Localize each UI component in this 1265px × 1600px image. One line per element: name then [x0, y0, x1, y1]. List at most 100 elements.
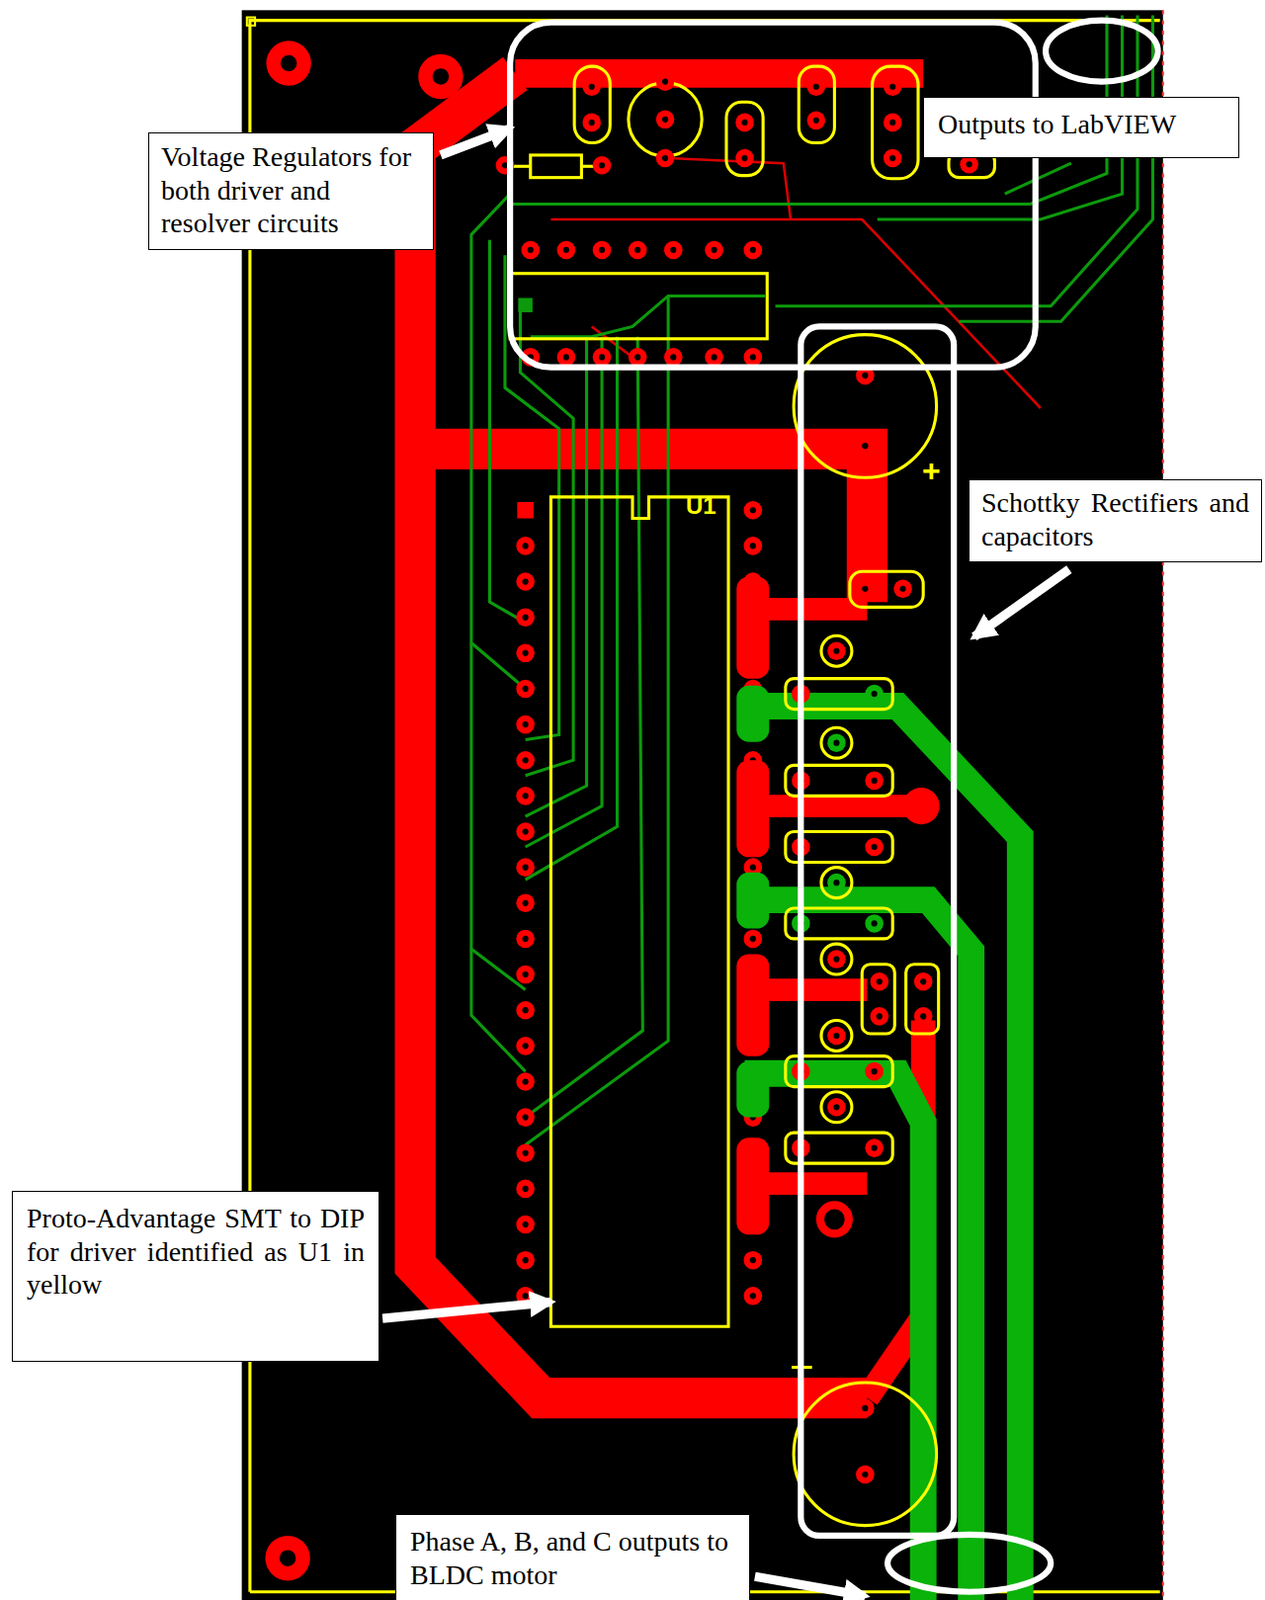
pad	[883, 113, 903, 133]
power-trace	[753, 794, 919, 818]
phase-trace	[745, 900, 972, 1600]
power-traces	[415, 73, 924, 1398]
pad	[515, 1251, 535, 1270]
phase-traces	[745, 706, 1021, 1600]
pad	[827, 873, 846, 893]
callout-box: Phase A, B, and C outputs to BLDC motor	[395, 1514, 751, 1600]
annotation-outlines	[509, 20, 1158, 1593]
pad	[914, 972, 933, 992]
callout-arrow	[440, 128, 510, 156]
rectifier-outline	[821, 1020, 852, 1052]
pad	[864, 1138, 884, 1158]
signal-trace	[530, 295, 765, 337]
pad	[592, 241, 612, 260]
pad	[515, 644, 535, 664]
component-outline	[509, 273, 767, 339]
rectifier-outline	[821, 1092, 852, 1123]
pad	[704, 241, 724, 260]
pad	[744, 536, 763, 556]
u1-outline	[550, 497, 729, 1327]
pad	[903, 787, 940, 825]
rectifier-outline	[821, 867, 852, 899]
pad	[515, 1143, 535, 1163]
mounting-hole	[264, 1535, 310, 1581]
capacitor-outline	[793, 1382, 937, 1526]
phase-trace	[745, 1073, 925, 1600]
pad	[870, 1007, 890, 1026]
callout-text: Voltage Regulators for both driver and r…	[161, 140, 422, 241]
pad	[515, 893, 535, 913]
region-outline	[1045, 20, 1159, 83]
signal-trace	[525, 337, 588, 817]
callout-arrow	[974, 569, 1070, 637]
pad-blob	[736, 1137, 769, 1235]
pad-blob	[736, 759, 769, 857]
rectifier-outlines	[785, 335, 939, 1526]
callout-box: Voltage Regulators for both driver and r…	[148, 132, 434, 251]
pad-blob	[736, 576, 769, 678]
pad-blob	[736, 1061, 769, 1118]
signal-trace	[958, 14, 1153, 322]
pad	[735, 149, 755, 169]
pad	[515, 965, 535, 985]
pad	[744, 241, 763, 260]
callout-box: Proto-Advantage SMT to DIP for driver id…	[11, 1190, 380, 1362]
pad	[515, 1001, 535, 1020]
pad	[827, 949, 846, 969]
pad	[628, 241, 648, 260]
pad	[744, 501, 763, 520]
signal-trace	[525, 295, 670, 1145]
pad	[515, 751, 535, 770]
silkscreen-label: U1	[685, 492, 717, 520]
pad	[582, 77, 601, 96]
pad	[914, 1007, 933, 1026]
component-outline	[861, 964, 895, 1034]
pad	[827, 733, 846, 753]
component-outline	[726, 101, 763, 175]
pad	[855, 579, 875, 598]
pad	[827, 641, 846, 661]
power-trace	[753, 978, 868, 1002]
region-outline	[800, 326, 954, 1536]
pad-blob	[736, 872, 769, 929]
pad	[664, 347, 683, 367]
pad	[864, 914, 884, 933]
regulator-outlines	[509, 66, 995, 339]
pin1-pad	[516, 502, 534, 519]
callout-text: Schottky Rectifiers and capacitors	[981, 486, 1250, 553]
callout-text: Outputs to LabVIEW	[937, 107, 1225, 142]
pad	[864, 838, 884, 857]
pad	[628, 347, 648, 367]
pad	[515, 1180, 535, 1199]
pad	[744, 1286, 763, 1306]
phase-trace	[745, 706, 1021, 1600]
mounting-hole	[265, 40, 311, 85]
rectifier-pads	[791, 366, 932, 1485]
pad	[855, 436, 875, 456]
rectifier-outline	[821, 727, 852, 759]
thin-red-traces	[550, 158, 1040, 409]
pad	[735, 113, 755, 133]
component-outline	[906, 964, 939, 1034]
component-outline	[628, 83, 702, 157]
signal-trace	[525, 337, 644, 1118]
resistor-lead	[511, 165, 531, 169]
silkscreen-label: +	[922, 452, 941, 490]
regulator-pads	[496, 72, 979, 366]
callout-text: Proto-Advantage SMT to DIP for driver id…	[26, 1201, 365, 1302]
pad	[592, 347, 612, 367]
pad	[557, 347, 577, 367]
pad	[820, 1204, 849, 1234]
callout-text: Phase A, B, and C outputs to BLDC motor	[410, 1524, 736, 1592]
pad	[855, 1399, 875, 1419]
pad	[515, 857, 535, 877]
signal-trace	[775, 14, 1138, 306]
pad	[515, 929, 535, 949]
rectifier-outline	[821, 635, 852, 667]
pad	[744, 347, 763, 367]
signal-trace	[525, 337, 602, 847]
pad	[744, 1251, 763, 1270]
pad-blob	[736, 953, 769, 1056]
board-edge	[1162, 9, 1165, 1600]
